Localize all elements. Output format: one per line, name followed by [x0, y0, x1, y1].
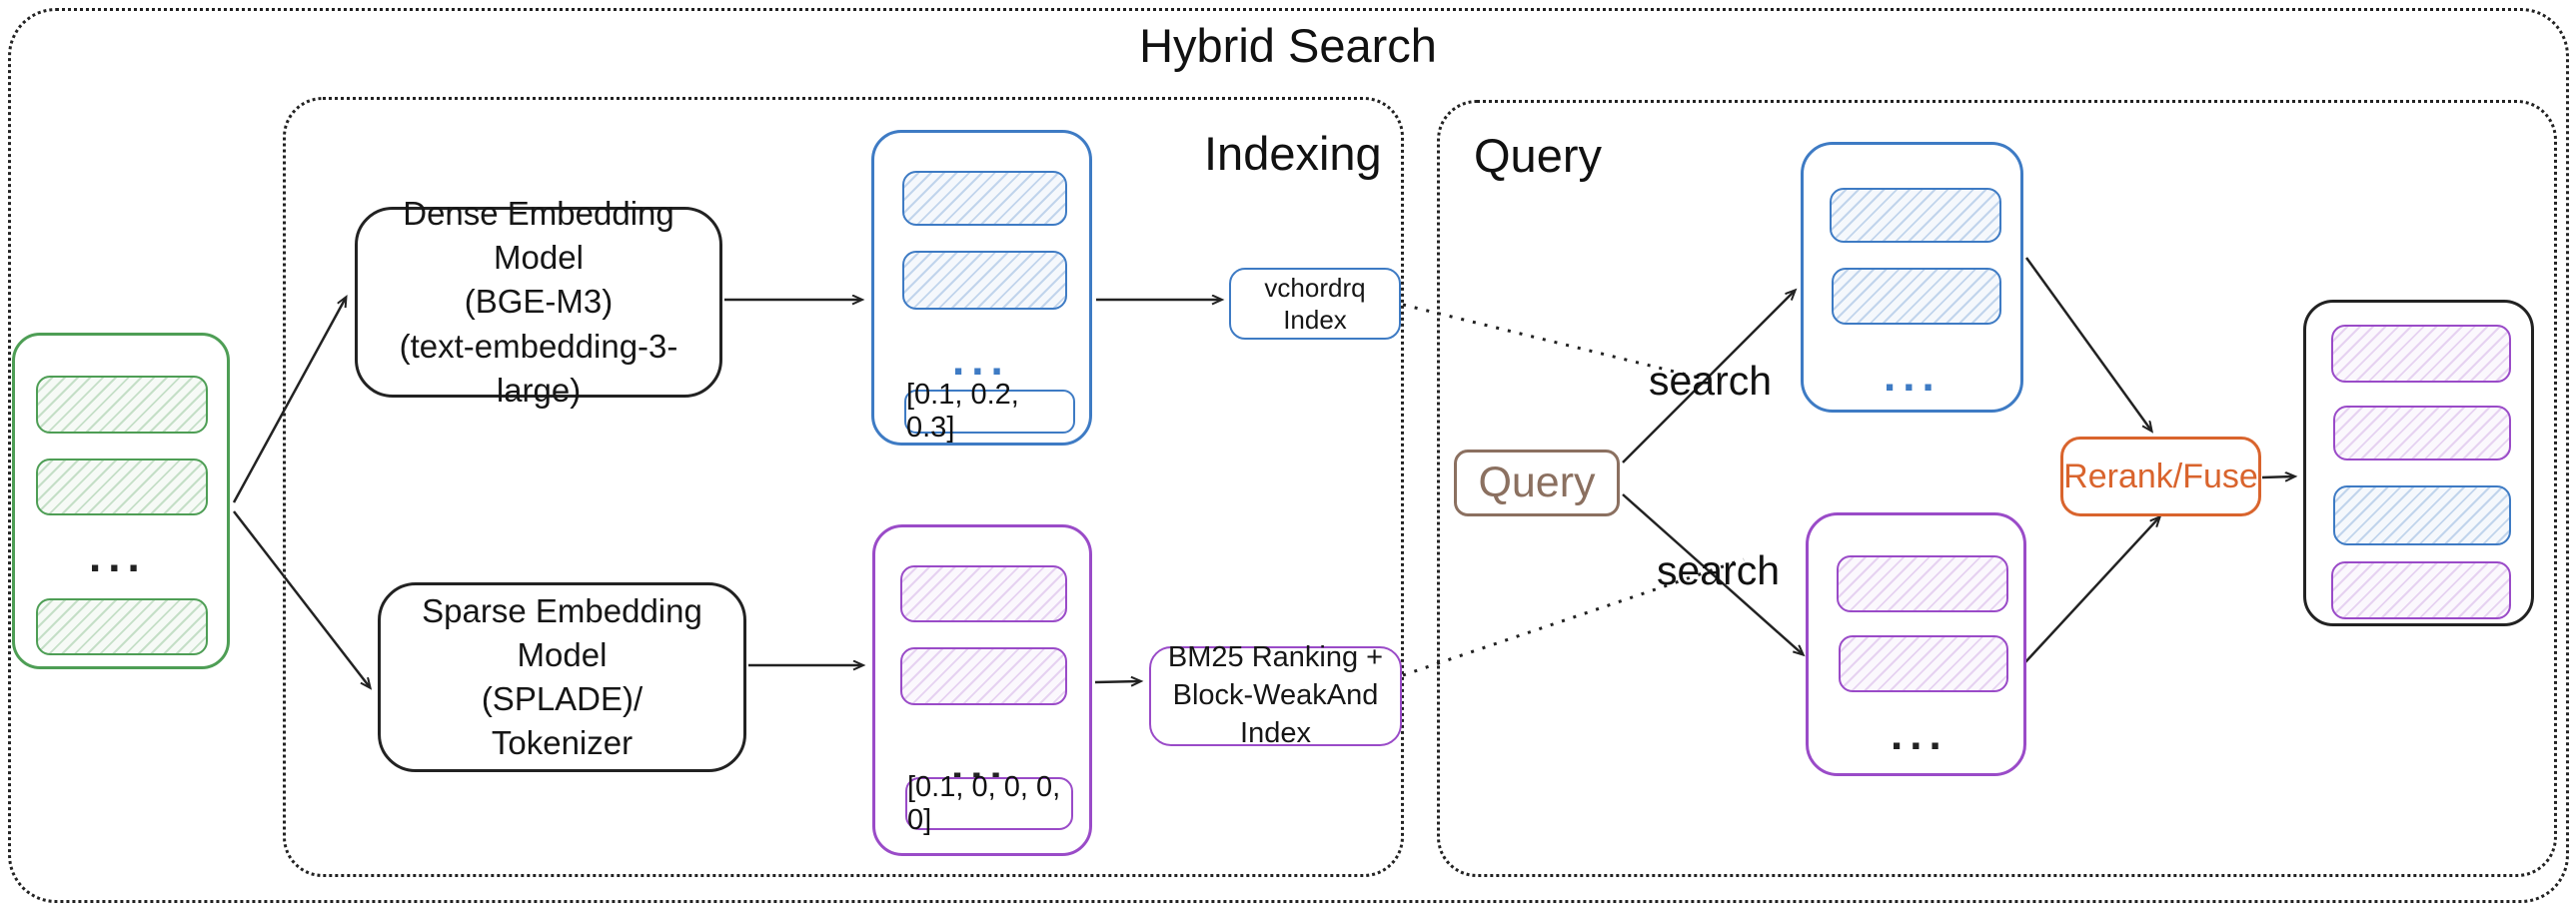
bm25-index-box: BM25 Ranking + Block-WeakAnd Index	[1149, 641, 1402, 749]
final-result-chip-sparse	[2333, 406, 2511, 460]
rerank-fuse-box: Rerank/Fuse	[2060, 437, 2261, 516]
sparse-model-line: Tokenizer	[491, 724, 634, 762]
bm25-index-line: Block-WeakAnd Index	[1172, 679, 1379, 749]
dense-results-ellipsis: ...	[1884, 352, 1941, 401]
document-chip	[36, 598, 208, 655]
dense-search-label: search	[1649, 358, 1773, 404]
final-result-chip-sparse	[2331, 561, 2511, 619]
sparse-results-ellipsis: ...	[1891, 710, 1948, 759]
indexing-section-label: Indexing	[1204, 127, 1382, 180]
final-results-stack	[2303, 300, 2534, 626]
dense-results-stack: ...	[1801, 142, 2023, 413]
hybrid-search-frame	[8, 8, 2569, 903]
vchordrq-index-line: vchordrq	[1264, 272, 1366, 303]
vchordrq-index-line: Index	[1283, 305, 1347, 335]
query-section-label: Query	[1474, 129, 1602, 182]
dense-vectors-stack: ... [0.1, 0.2, 0.3]	[871, 130, 1092, 446]
dense-result-chip	[1830, 188, 2001, 243]
sparse-vector-sample: [0.1, 0, 0, 0, 0]	[905, 771, 1073, 836]
dense-result-chip	[1832, 268, 2001, 325]
indexing-section-frame	[283, 97, 1404, 877]
documents-ellipsis: ...	[89, 532, 147, 581]
sparse-vectors-stack: ... [0.1, 0, 0, 0, 0]	[872, 524, 1092, 856]
sparse-embedding-model-box: Sparse Embedding Model (SPLADE)/ Tokeniz…	[378, 582, 746, 772]
sparse-model-line: (SPLADE)/	[481, 680, 644, 717]
sparse-vector-chip	[900, 647, 1067, 705]
dense-model-line: (BGE-M3)	[464, 283, 614, 321]
query-box: Query	[1454, 450, 1620, 516]
sparse-vector-chip	[900, 565, 1067, 622]
sparse-result-chip	[1839, 635, 2008, 692]
dense-vector-sample: [0.1, 0.2, 0.3]	[904, 379, 1075, 444]
sparse-result-chip	[1837, 555, 2008, 612]
final-result-chip-dense	[2333, 485, 2511, 545]
diagram-title: Hybrid Search	[1139, 19, 1437, 72]
dense-model-line: Dense Embedding Model	[403, 194, 674, 277]
query-section-frame	[1437, 100, 2557, 877]
vchordrq-index-box: vchordrq Index	[1229, 268, 1401, 340]
bm25-index-line: BM25 Ranking +	[1167, 641, 1384, 674]
dense-model-line: (text-embedding-3-large)	[399, 327, 678, 409]
dense-vector-chip	[902, 251, 1067, 310]
document-chip	[36, 376, 208, 434]
dense-embedding-model-box: Dense Embedding Model (BGE-M3) (text-emb…	[355, 195, 722, 409]
sparse-model-line: Sparse Embedding Model	[422, 591, 702, 673]
document-chip	[36, 459, 208, 515]
sparse-search-label: search	[1657, 547, 1781, 593]
documents-stack: ...	[12, 333, 230, 669]
sparse-results-stack: ...	[1806, 512, 2026, 776]
dense-vectors-ellipsis: ...	[952, 336, 1010, 385]
dense-vector-chip	[902, 171, 1067, 226]
final-result-chip-sparse	[2331, 325, 2511, 383]
